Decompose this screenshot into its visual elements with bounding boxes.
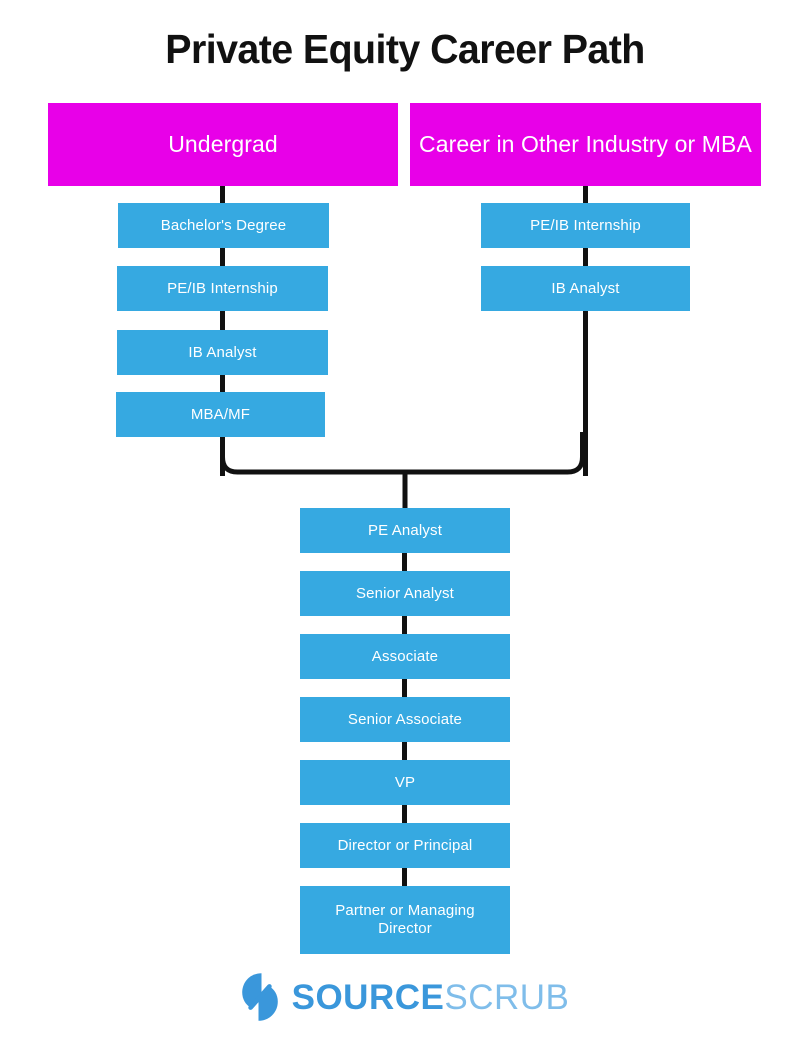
node-label: PE/IB Internship: [530, 216, 641, 234]
node-label: Associate: [371, 647, 439, 665]
connector-right-spine: [583, 186, 588, 476]
node-label: MBA/MF: [190, 405, 251, 423]
logo-text-source: SOURCE: [291, 977, 445, 1017]
header-box-undergrad[interactable]: Undergrad: [48, 103, 398, 186]
node-main-senior-associate[interactable]: Senior Associate: [300, 697, 510, 742]
connector-main-6: [402, 867, 407, 899]
connector-main-5: [402, 804, 407, 836]
page-title: Private Equity Career Path: [165, 26, 645, 72]
node-left-bachelors-degree[interactable]: Bachelor's Degree: [118, 203, 329, 248]
brand-logo: SOURCESCRUB: [0, 972, 810, 1022]
node-main-associate[interactable]: Associate: [300, 634, 510, 679]
node-label: PE/IB Internship: [167, 279, 278, 297]
node-right-ib-analyst[interactable]: IB Analyst: [481, 266, 690, 311]
node-main-pe-analyst[interactable]: PE Analyst: [300, 508, 510, 553]
logo-wordmark: SOURCESCRUB: [292, 980, 570, 1015]
header-label-undergrad: Undergrad: [168, 130, 278, 157]
node-main-vp[interactable]: VP: [300, 760, 510, 805]
node-left-mba-mf[interactable]: MBA/MF: [116, 392, 325, 437]
header-label-other-industry: Career in Other Industry or MBA: [419, 130, 752, 157]
node-left-pe-ib-internship[interactable]: PE/IB Internship: [117, 266, 328, 311]
node-label: Senior Associate: [347, 710, 463, 728]
connector-main-4: [402, 741, 407, 773]
node-label: Partner or Managing Director: [335, 902, 475, 937]
header-box-other-industry[interactable]: Career in Other Industry or MBA: [410, 103, 761, 186]
node-main-partner-or-managing-director[interactable]: Partner or Managing Director: [300, 886, 510, 954]
node-label: VP: [394, 773, 416, 791]
merge-junction-connector: [220, 432, 585, 508]
connector-main-1: [402, 552, 407, 584]
node-label: PE Analyst: [367, 521, 443, 539]
node-label: Bachelor's Degree: [160, 216, 287, 234]
node-label: Director or Principal: [337, 836, 473, 854]
connector-main-2: [402, 615, 407, 647]
node-label: IB Analyst: [551, 279, 620, 297]
node-left-ib-analyst[interactable]: IB Analyst: [117, 330, 328, 375]
node-right-pe-ib-internship[interactable]: PE/IB Internship: [481, 203, 690, 248]
node-main-director-or-principal[interactable]: Director or Principal: [300, 823, 510, 868]
logo-text-scrub: SCRUB: [444, 977, 570, 1017]
connector-main-3: [402, 678, 407, 710]
node-main-senior-analyst[interactable]: Senior Analyst: [300, 571, 510, 616]
node-label: IB Analyst: [188, 343, 257, 361]
sourcescrub-s-mark-icon: [241, 973, 278, 1021]
node-label: Senior Analyst: [356, 584, 454, 602]
